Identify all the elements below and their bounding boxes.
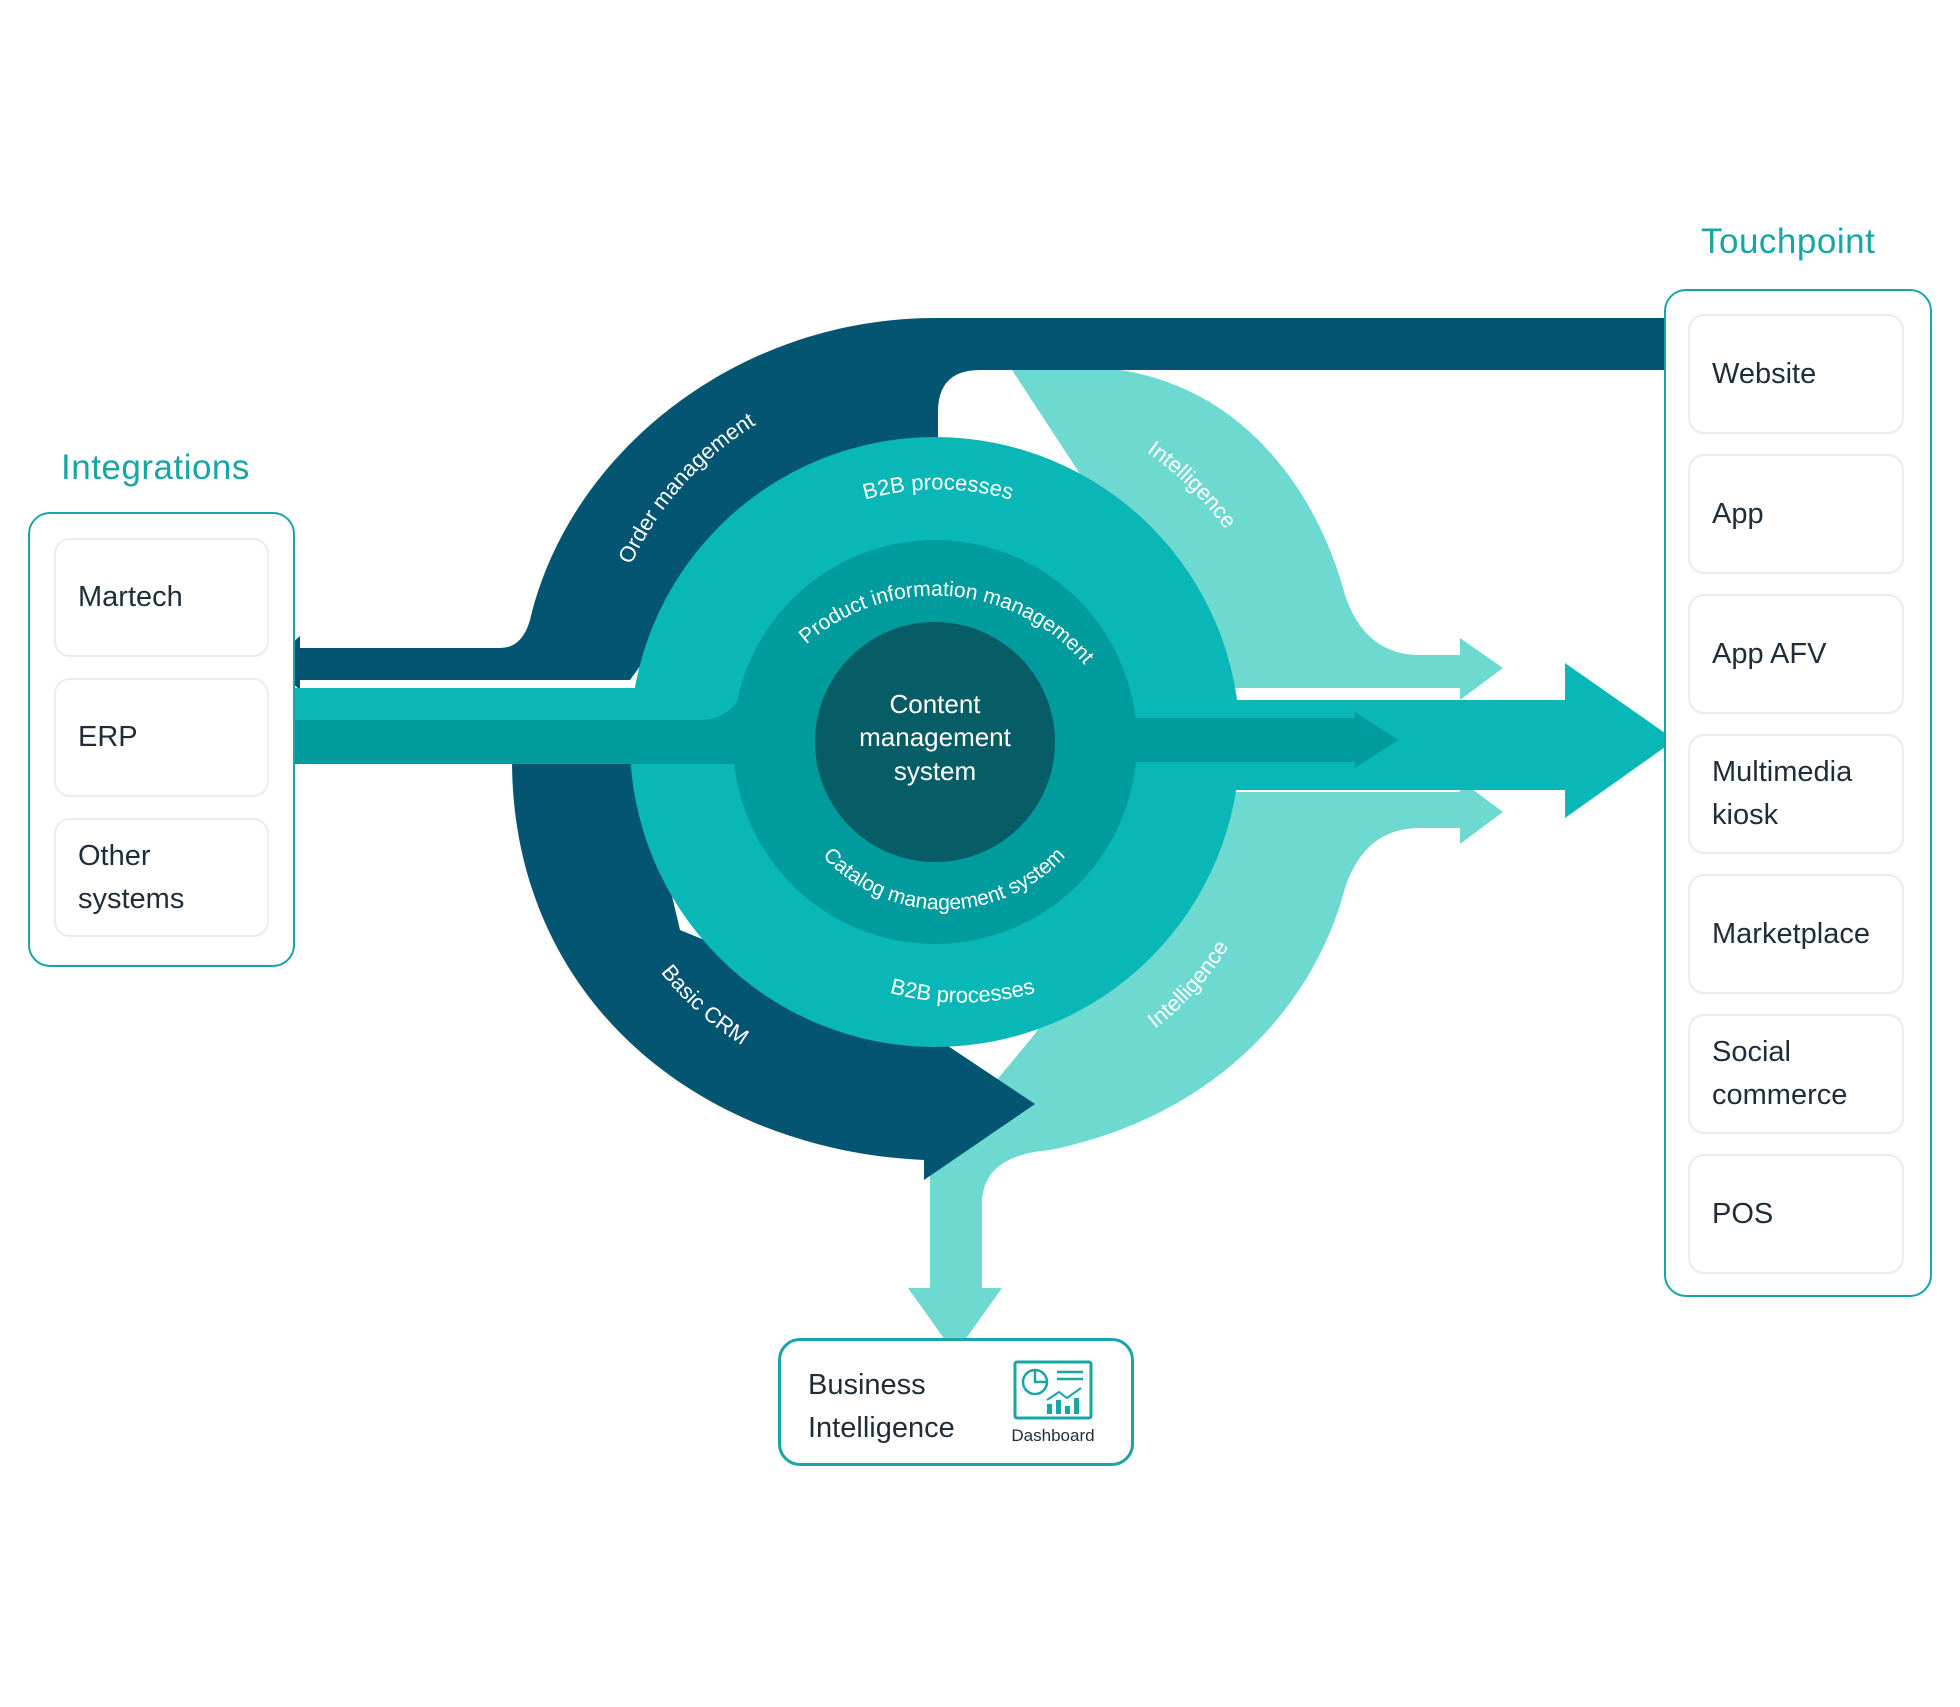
order-management-band (270, 318, 1665, 690)
dashboard-icon (1013, 1360, 1093, 1420)
touchpoint-card-label: Social commerce (1712, 1036, 1848, 1111)
business-intelligence-box[interactable] (778, 1338, 1134, 1466)
touchpoint-card-label: POS (1712, 1197, 1774, 1230)
touchpoint-card-label: App (1712, 497, 1764, 530)
integration-card-label: Other systems (78, 839, 185, 915)
intelligence-flow-upper (1012, 370, 1503, 700)
touchpoint-card[interactable]: Multimedia kiosk (1688, 734, 1904, 854)
touchpoint-title: Touchpoint (1701, 222, 1876, 261)
cms-core (815, 622, 1055, 862)
core-line-3: system (894, 756, 976, 786)
integrations-title: Integrations (61, 448, 250, 487)
touchpoint-card[interactable]: POS (1688, 1154, 1904, 1274)
integration-card[interactable]: Martech (54, 538, 269, 657)
dashboard-label: Dashboard (1011, 1426, 1095, 1445)
horizontal-flow-arrow (1120, 712, 1398, 768)
intelligence-flow-lower (908, 780, 1503, 1354)
core-line-1: Content (889, 689, 981, 719)
business-intelligence-label: Business Intelligence (808, 1369, 955, 1444)
touchpoint-card[interactable]: Website (1688, 314, 1904, 434)
integration-card-label: Martech (78, 581, 183, 613)
touchpoint-card[interactable]: App AFV (1688, 594, 1904, 714)
integration-card[interactable]: ERP (54, 678, 269, 797)
touchpoint-card[interactable]: Social commerce (1688, 1014, 1904, 1134)
horizontal-flow-band (295, 700, 760, 764)
touchpoint-card[interactable]: App (1688, 454, 1904, 574)
touchpoint-card-label: App AFV (1712, 637, 1827, 670)
core-line-2: management (859, 722, 1012, 752)
touchpoint-card[interactable]: Marketplace (1688, 874, 1904, 994)
touchpoint-card-label: Multimedia kiosk (1712, 756, 1853, 831)
integration-card-label: ERP (78, 721, 138, 753)
touchpoint-card-label: Website (1712, 357, 1817, 390)
integration-card[interactable]: Other systems (54, 818, 269, 937)
touchpoint-card-label: Marketplace (1712, 917, 1870, 950)
